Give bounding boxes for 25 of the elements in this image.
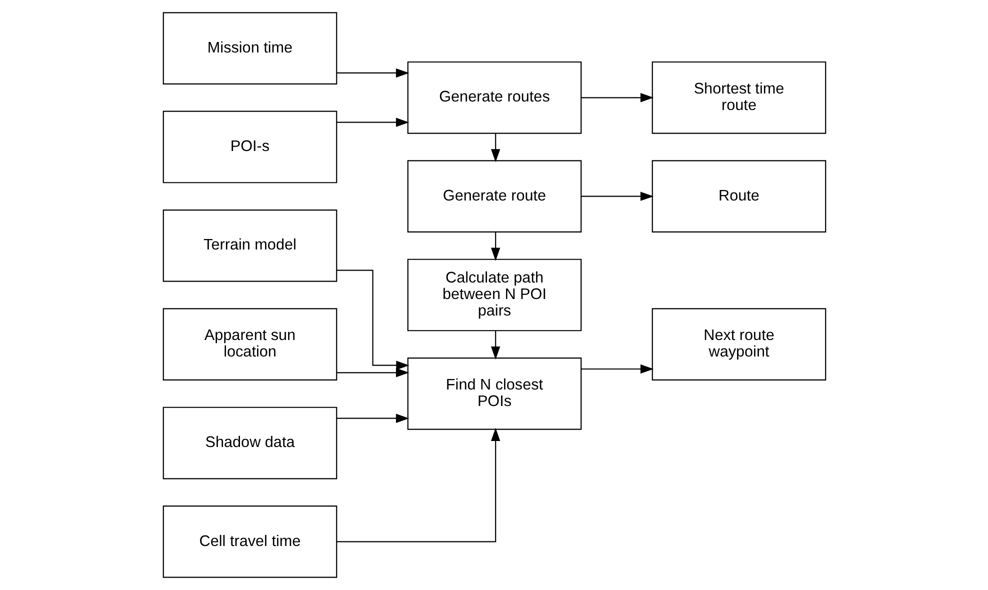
arrow [336,368,409,378]
arrow [490,134,500,162]
node-box: Next route waypoint [651,308,826,381]
node-box: Apparent sun location [162,308,337,381]
arrow [336,428,500,542]
node-box: Cell travel time [162,506,337,578]
arrow [580,364,654,374]
arrow [336,270,409,370]
node-box: Generate route [406,160,582,232]
arrow [490,232,500,261]
arrow [490,330,500,360]
node-box: Terrain model [162,209,337,282]
node-box: Shadow data [162,406,337,480]
arrow [580,93,654,102]
node-box: Generate routes [406,61,582,134]
arrow [336,68,409,78]
arrow [336,118,409,127]
node-box: Find N closest POIs [406,358,582,430]
node-box: Route [651,160,826,232]
node-box: Shortest time route [651,61,826,134]
arrow [336,414,409,423]
node-box: POI-s [162,110,337,184]
node-box: Calculate path between N POI pairs [406,258,582,332]
arrow [580,192,654,201]
node-box: Mission time [162,12,337,84]
